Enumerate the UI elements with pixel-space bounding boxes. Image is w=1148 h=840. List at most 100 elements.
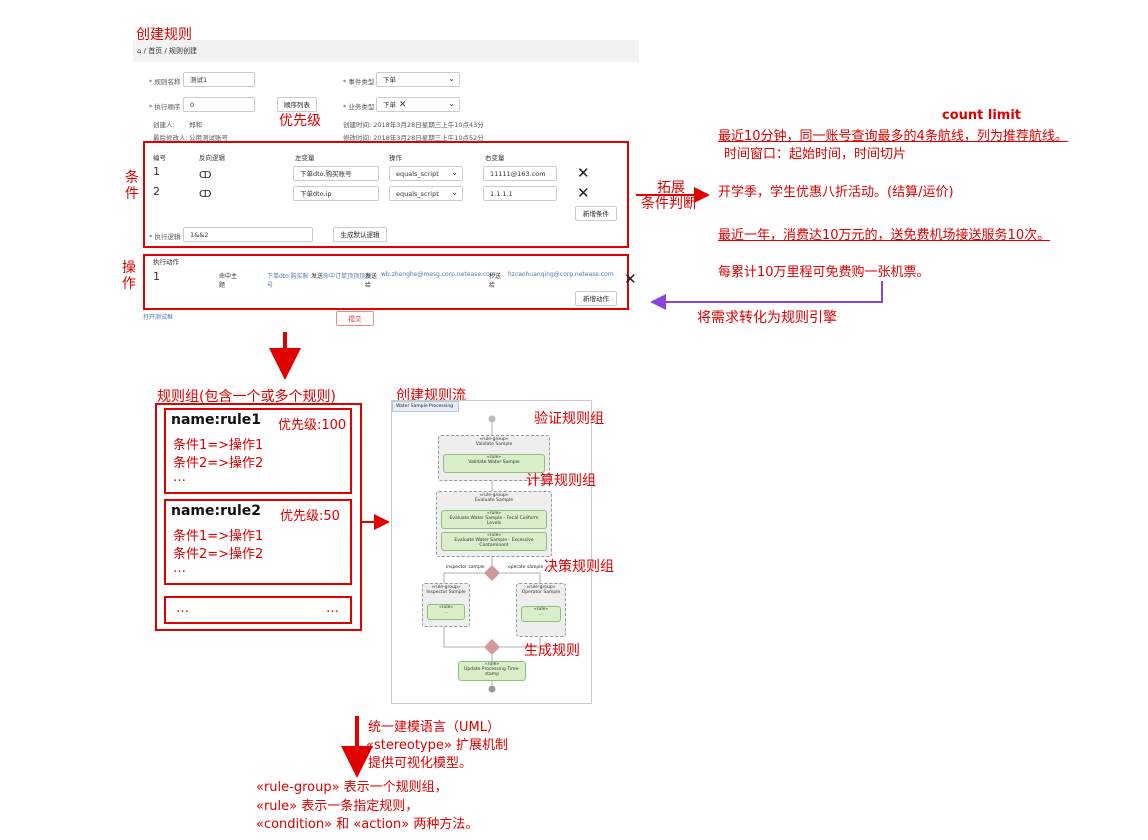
rule-2-line-1: 条件1=>操作1 [173, 529, 264, 544]
rule-more-left: … [176, 601, 189, 616]
validate-group: «rule-group» Validate Sample «rule»Valid… [438, 435, 550, 481]
add-action-button[interactable]: 新增动作 [575, 291, 617, 306]
operator-group-tag: «rule-group» [526, 585, 556, 590]
evaluate-group-tag: «rule-group» [479, 493, 509, 498]
rule-2-line-2: 条件2=>操作2 [173, 547, 264, 562]
inspector-rule-tag: «rule» [438, 605, 454, 610]
rule-more-box: … … [164, 596, 352, 624]
cond-row-2-left[interactable]: 下单dto.ip [293, 186, 379, 201]
rule-name-label: * 规则名称 [149, 78, 181, 86]
rule-2-name: name:rule2 [171, 503, 262, 519]
operator-rule: «rule»... [521, 606, 561, 622]
inspector-group-name: Inspector Sample [426, 590, 466, 595]
modifier-label: 最后修改人: [153, 134, 188, 142]
action-no: 1 [153, 270, 160, 283]
rule-more-right: … [326, 601, 339, 616]
rule-2-priority: 优先级:50 [280, 509, 340, 524]
evaluate-rule-1: «rule»Evaluate Water Sample - Fecal Coli… [441, 510, 547, 529]
example-1-detail: 时间窗口：起始时间，时间切片 [724, 147, 907, 162]
actions-highlight [143, 254, 629, 310]
example-4: 每累计10万里程可免费购一张机票。 [718, 265, 930, 280]
conditions-highlight [143, 141, 629, 248]
biz-type-label: * 业务类型 [343, 103, 375, 111]
cond-header-left: 左变量 [295, 154, 315, 162]
action-col5: 发送给 [365, 273, 378, 289]
creator-value: 郑和 [189, 121, 202, 129]
validate-group-name: Validate Sample [475, 442, 513, 447]
inspector-group-tag: «rule-group» [431, 585, 461, 590]
uml-line-5: «rule» 表示一条指定规则， [256, 799, 419, 814]
evaluate-rule-1-tag: «rule» [486, 511, 502, 516]
close-icon[interactable]: ✕ [396, 100, 407, 110]
exec-order-label: * 执行顺序 [149, 103, 181, 111]
validate-rule: «rule»Validate Water Sample [443, 454, 545, 473]
rule-1-priority: 优先级:100 [278, 418, 347, 433]
flow-connectors [443, 415, 541, 693]
action-col2: 下单dto.购买账号 [267, 273, 309, 289]
action-col1: 命中主题 [219, 273, 238, 289]
cond-row-1-op[interactable]: equals_script [389, 165, 463, 181]
update-rule-tag: «rule» [484, 662, 500, 667]
count-limit: count limit [942, 108, 1022, 123]
event-type-select[interactable]: 下单 [376, 71, 460, 87]
update-rule: «rule»Update Processing Time-stamp [458, 661, 526, 681]
cond-row-1-right[interactable]: 11111@163.com [483, 166, 557, 181]
validate-rule-name: Validate Water Sample [468, 460, 520, 465]
expand-annotation: 拓展 [657, 180, 685, 196]
evaluate-rule-2-name: Evaluate Water Sample - Excessive Contam… [454, 538, 534, 548]
action-header: 执行动作 [153, 258, 179, 266]
uml-line-2: «stereotype» 扩展机制 [366, 738, 508, 753]
event-type-label: * 事件类型 [343, 78, 375, 86]
cond-header-op: 操作 [389, 154, 402, 162]
exec-order-input[interactable]: 0 [183, 97, 255, 112]
uml-line-4: «rule-group» 表示一个规则组， [256, 780, 448, 795]
validate-group-tag: «rule-group» [479, 437, 509, 442]
rule-1-name: name:rule1 [171, 412, 262, 428]
cond-row-2-right[interactable]: 1.1.1.1 [483, 186, 557, 201]
rule-flow-diagram: Water Sample Processing «rule-group» Val… [391, 400, 592, 704]
biz-type-select[interactable]: 下单 ✕ [376, 96, 460, 112]
rule-group-title: 规则组(包含一个或多个规则) [157, 389, 336, 405]
close-icon[interactable]: ✕ [577, 184, 590, 202]
cond-row-1-no: 1 [153, 165, 160, 178]
evaluate-rule-2: «rule»Evaluate Water Sample - Excessive … [441, 532, 547, 551]
evaluate-group-name: Evaluate Sample [475, 498, 513, 503]
submit-button[interactable]: 提交 [336, 311, 374, 326]
breadcrumb: ⌂ / 首页 / 规则创建 [133, 40, 639, 62]
page-title: 创建规则 [136, 27, 192, 43]
creator-label: 创建人: [153, 121, 175, 129]
created-time: 创建时间: 2018年3月28日星期三上午10点43分 [343, 121, 484, 129]
modified-time: 修改时间: 2018年3月28日星期三上午10点52分 [343, 134, 484, 142]
action-annotation: 操 作 [122, 260, 136, 292]
close-icon[interactable]: ✕ [624, 270, 637, 288]
exec-logic-input[interactable]: 1&&2 [183, 227, 313, 242]
close-icon[interactable]: ✕ [577, 164, 590, 182]
action-col3: 发送 [311, 273, 324, 280]
uml-line-3: 提供可视化模型。 [368, 756, 473, 771]
rule-1-line-2: 条件2=>操作2 [173, 456, 264, 471]
rule-2-box: name:rule2 优先级:50 条件1=>操作1 条件2=>操作2 … [164, 499, 352, 585]
cond-header-no: 编号 [153, 154, 166, 162]
operator-label: operate sample [508, 565, 544, 570]
open-test-link[interactable]: 打开测试框 [143, 314, 174, 321]
toggle-icon[interactable]: ↀ [199, 189, 212, 200]
uml-line-6: «condition» 和 «action» 两种方法。 [256, 817, 479, 832]
action-col6: wb.zhenghe@mesg.corp.netease.com [381, 271, 496, 278]
order-list-button[interactable]: 顺序列表 [277, 97, 317, 112]
uml-line-1: 统一建模语言（UML） [368, 720, 500, 735]
operator-rule-tag: «rule» [533, 607, 549, 612]
rule-form: ⌂ / 首页 / 规则创建 * 规则名称 测试1 * 事件类型 下单 * 执行顺… [133, 40, 639, 330]
rule-1-box: name:rule1 优先级:100 条件1=>操作1 条件2=>操作2 … [164, 408, 352, 494]
rule-name-input[interactable]: 测试1 [183, 72, 255, 87]
add-condition-button[interactable]: 新增条件 [575, 206, 617, 221]
example-3: 最近一年，消费达10万元的，送免费机场接送服务10次。 [718, 228, 1051, 243]
update-rule-name: Update Processing Time-stamp [464, 667, 520, 677]
action-col7: 抄送给 [489, 273, 502, 289]
biz-type-tag: 下单 [383, 101, 396, 109]
verify-group-annotation: 验证规则组 [534, 411, 604, 427]
generate-logic-button[interactable]: 生成默认逻辑 [333, 227, 387, 242]
inspector-group: «rule-group» Inspector Sample «rule»... [422, 583, 470, 627]
toggle-icon[interactable]: ↀ [199, 170, 212, 181]
cond-row-2-op[interactable]: equals_script [389, 185, 463, 201]
cond-row-1-left[interactable]: 下单dto.购买账号 [293, 166, 379, 181]
